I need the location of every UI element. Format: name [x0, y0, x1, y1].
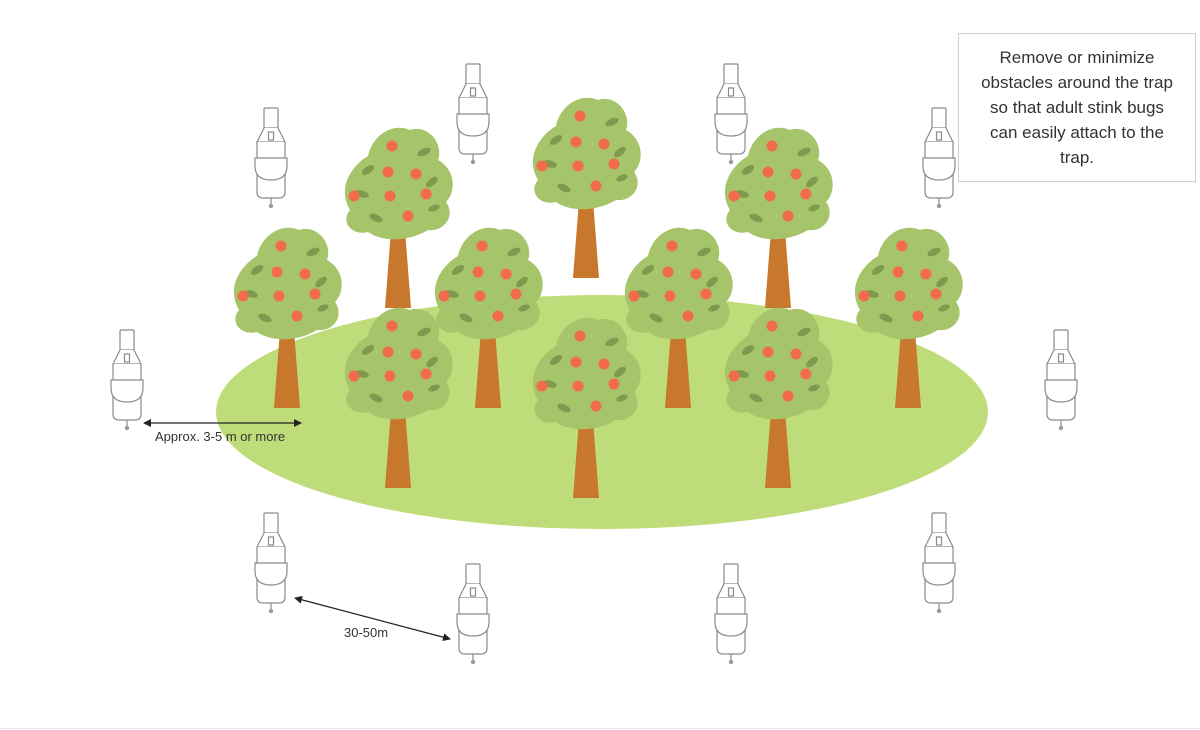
- fruit-tree-icon: [724, 127, 833, 309]
- hanging-trap-icon: [714, 63, 748, 165]
- trap-spacing-label: 30-50m: [344, 625, 388, 640]
- hanging-trap-icon: [1044, 329, 1078, 431]
- guidance-note: Remove or minimize obstacles around the …: [958, 33, 1196, 182]
- hanging-trap-icon: [254, 107, 288, 209]
- hanging-trap-icon: [922, 512, 956, 614]
- hanging-trap-icon: [456, 563, 490, 665]
- hanging-trap-icon: [254, 512, 288, 614]
- bottom-divider: [0, 728, 1200, 729]
- hanging-trap-icon: [714, 563, 748, 665]
- edge-distance-label: Approx. 3-5 m or more: [155, 429, 285, 444]
- hanging-trap-icon: [456, 63, 490, 165]
- guidance-note-text: Remove or minimize obstacles around the …: [981, 48, 1173, 167]
- trap-spacing-arrow: [294, 595, 451, 642]
- fruit-tree-icon: [344, 127, 453, 309]
- hanging-trap-icon: [922, 107, 956, 209]
- hanging-trap-icon: [110, 329, 144, 431]
- fruit-tree-icon: [532, 97, 641, 279]
